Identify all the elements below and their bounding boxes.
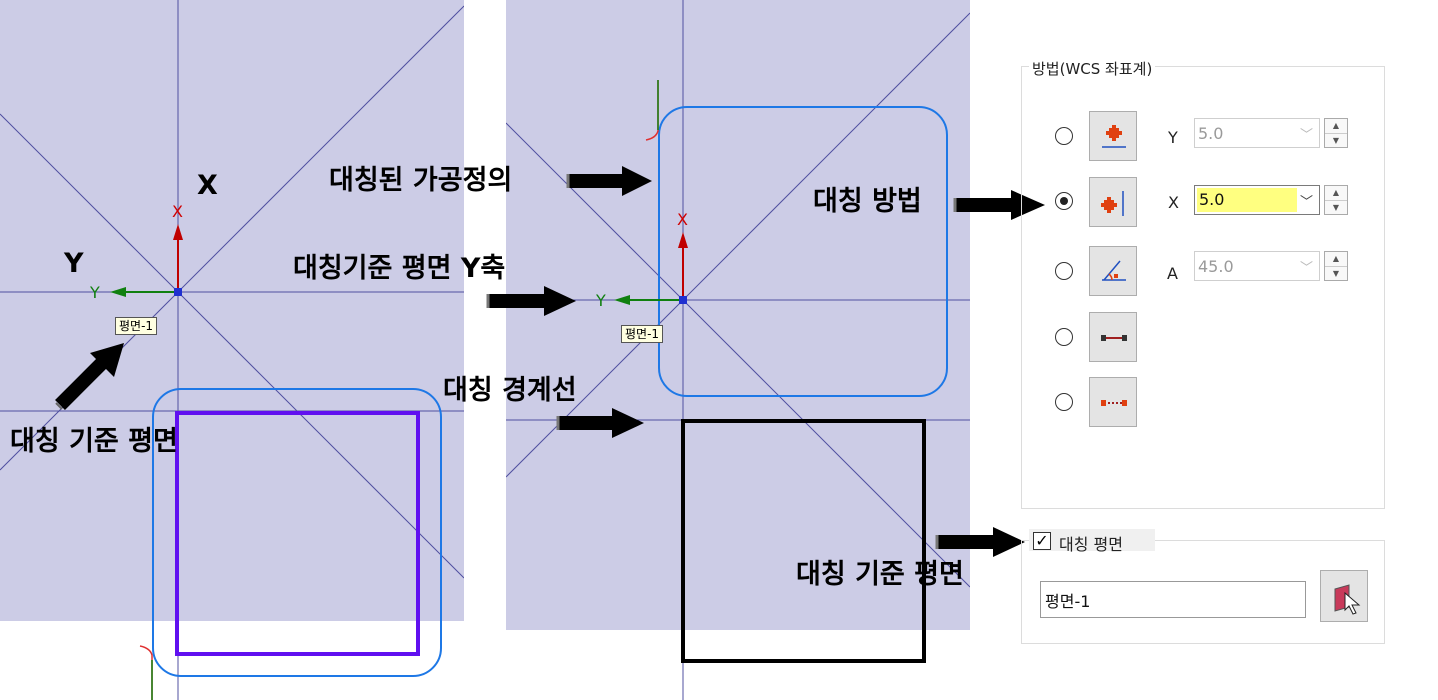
right-plane-area (506, 0, 970, 630)
annotation-symmetry-plane-right: 대칭 기준 평면 (796, 559, 964, 590)
left-y-axis-label: Y (90, 283, 100, 302)
left-annotation-symmetry-plane: 대칭 기준 평면 (10, 426, 178, 457)
mirror-line-icon (1101, 335, 1127, 341)
method-combo-x[interactable]: 5.0 ﹀ (1194, 185, 1320, 215)
spin-up-icon[interactable]: ▲ (1325, 186, 1347, 201)
select-plane-icon (1334, 584, 1361, 615)
method-spin-y[interactable]: ▲▼ (1324, 118, 1348, 148)
plane-group (1021, 540, 1385, 644)
right-viewport[interactable] (506, 0, 970, 700)
left-plane-arrow-icon (55, 343, 124, 410)
method-spin-x[interactable]: ▲▼ (1324, 185, 1348, 215)
method-radio-line[interactable] (1055, 328, 1073, 346)
symmetry-plane-arrow-icon (935, 527, 1025, 557)
plane-checkbox[interactable]: ✓ (1033, 532, 1051, 550)
checkmark-icon: ✓ (1035, 531, 1049, 550)
spin-up-icon[interactable]: ▲ (1325, 252, 1347, 267)
method-value-y: 5.0 (1198, 124, 1224, 143)
method-group-title: 방법(WCS 좌표계) (1029, 58, 1156, 79)
annotation-symmetric-toolpath: 대칭된 가공정의 (329, 165, 513, 196)
left-x-axis-arrowhead (173, 224, 183, 240)
plane-checkbox-label[interactable]: 대칭 평면 (1059, 535, 1123, 554)
left-diagonal-line (177, 5, 464, 293)
right-x-axis-label: X (677, 210, 688, 229)
left-viewport-canvas[interactable] (0, 0, 464, 700)
symmetry-boundary-arrow-icon (556, 408, 644, 438)
left-origin-marker (174, 288, 182, 296)
right-origin-marker (679, 296, 687, 304)
method-button-line[interactable] (1089, 312, 1137, 362)
method-group (1021, 66, 1385, 509)
method-spin-angle[interactable]: ▲▼ (1324, 251, 1348, 281)
method-combo-angle[interactable]: 45.0 ﹀ (1194, 251, 1320, 281)
chevron-down-icon: ﹀ (1299, 128, 1313, 143)
right-diagonal-line (682, 12, 970, 301)
left-viewport[interactable] (0, 0, 464, 700)
left-corner-marker (139, 645, 153, 700)
method-button-dashed-line[interactable] (1089, 377, 1137, 427)
left-diagonal-line (0, 113, 464, 579)
method-label-x: X (1168, 193, 1179, 212)
mirror-dashed-line-icon (1101, 400, 1127, 406)
method-value-angle: 45.0 (1198, 257, 1234, 276)
left-plane-area (0, 0, 464, 621)
right-y-axis-label: Y (596, 291, 606, 310)
mirror-x-icon (1101, 191, 1124, 216)
spin-down-icon[interactable]: ▼ (1332, 136, 1340, 145)
right-corner-marker (645, 80, 659, 141)
method-radio-x[interactable] (1055, 192, 1073, 210)
spin-up-icon[interactable]: ▲ (1325, 119, 1347, 134)
right-x-axis-arrowhead (678, 232, 688, 248)
symmetric-toolpath-arrow-icon (566, 166, 652, 196)
plane-name-field[interactable]: 평면-1 (1040, 581, 1306, 618)
right-plane-tag: 평면-1 (621, 325, 664, 343)
method-button-angle[interactable] (1089, 246, 1137, 296)
right-viewport-canvas[interactable] (506, 0, 970, 700)
mirror-y-icon (1102, 125, 1126, 148)
annotation-symmetry-method: 대칭 방법 (813, 186, 922, 217)
left-toolpath-rectangle (175, 411, 420, 656)
left-boundary-outline (152, 388, 442, 677)
right-boundary-rectangle (681, 419, 926, 663)
method-button-x[interactable] (1089, 177, 1137, 227)
method-label-y: Y (1168, 128, 1178, 147)
mirror-angle-icon (1102, 260, 1126, 281)
method-combo-y[interactable]: 5.0 ﹀ (1194, 118, 1320, 148)
annotation-plane-y-axis: 대칭기준 평면 Y축 (293, 253, 506, 284)
method-value-x[interactable]: 5.0 (1197, 188, 1297, 212)
method-label-angle: A (1167, 264, 1178, 283)
right-y-axis-arrowhead (614, 295, 630, 305)
left-x-axis-label: X (172, 202, 183, 221)
left-y-axis-arrowhead (110, 287, 126, 297)
left-big-y-label: Y (64, 248, 84, 279)
right-diagonal-line (506, 122, 970, 588)
plane-pick-button[interactable] (1320, 570, 1368, 622)
method-radio-dashed-line[interactable] (1055, 393, 1073, 411)
annotation-symmetry-boundary: 대칭 경계선 (443, 375, 577, 406)
plane-y-axis-arrow-icon (486, 286, 576, 316)
chevron-down-icon: ﹀ (1299, 195, 1313, 210)
symmetry-method-arrow-icon (953, 190, 1045, 220)
left-big-x-label: X (197, 170, 218, 201)
method-radio-y[interactable] (1055, 127, 1073, 145)
right-symmetric-boundary-outline (658, 106, 948, 397)
spin-down-icon[interactable]: ▼ (1332, 203, 1340, 212)
method-button-y[interactable] (1089, 111, 1137, 161)
left-plane-tag: 평면-1 (115, 317, 158, 335)
plane-group-header[interactable] (1029, 529, 1155, 551)
method-radio-angle[interactable] (1055, 262, 1073, 280)
spin-down-icon[interactable]: ▼ (1332, 269, 1340, 278)
chevron-down-icon: ﹀ (1299, 261, 1313, 276)
